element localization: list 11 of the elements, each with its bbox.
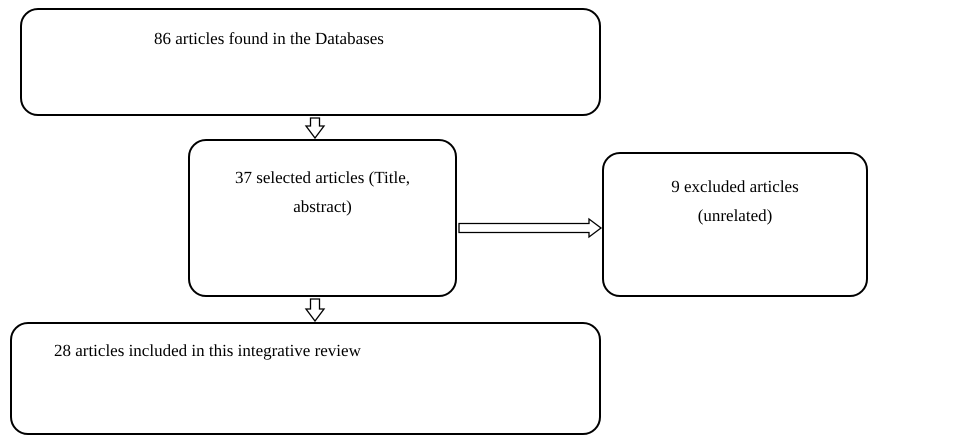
box-text: 28 articles included in this integrative review — [54, 340, 362, 362]
box-text: 86 articles found in the Databases — [154, 28, 385, 50]
process-box — [10, 322, 601, 435]
box-text: 37 selected articles (Title, abstract) — [234, 167, 411, 218]
box-text: 9 excluded articles (unrelated) — [670, 176, 800, 227]
hollow-arrow — [304, 117, 326, 140]
hollow-arrow — [458, 218, 602, 238]
process-box — [602, 152, 868, 297]
process-box — [20, 8, 601, 116]
hollow-arrow — [304, 298, 326, 322]
process-box — [188, 139, 457, 297]
